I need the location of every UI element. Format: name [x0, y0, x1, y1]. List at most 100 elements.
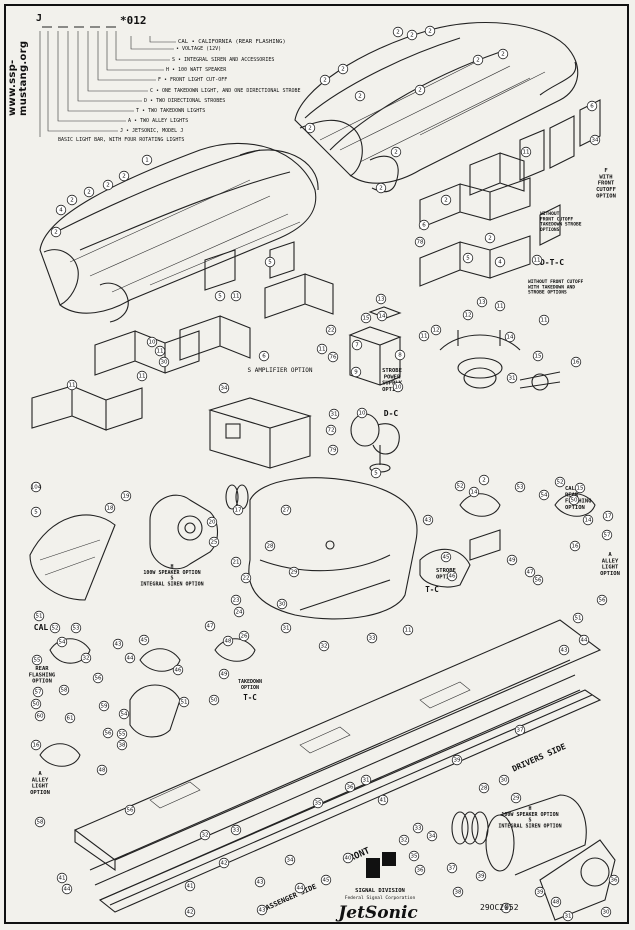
left-reflector-panels [31, 241, 334, 431]
callout-11: T-C [425, 585, 439, 594]
base-plate [73, 619, 602, 913]
part-number-label: 30 [603, 909, 610, 915]
part-balloon-128 [118, 708, 130, 720]
part-balloon-50 [328, 408, 340, 420]
part-balloon-104 [572, 612, 584, 624]
part-balloon-54 [462, 309, 474, 321]
part-balloon-120 [124, 652, 136, 664]
part-balloon-18 [414, 236, 426, 248]
part-number-label: 9 [504, 905, 508, 911]
legend-entry: F • FRONT LIGHT CUT-OFF [158, 77, 227, 83]
part-balloon-102 [596, 594, 608, 606]
part-number-label: 54 [121, 711, 128, 717]
code-suffix: *012 [120, 14, 147, 27]
callout-18: DRIVERS SIDE [511, 742, 568, 774]
part-balloon-113 [32, 686, 44, 698]
code-prefix: J [36, 13, 42, 24]
part-balloon-97 [440, 551, 452, 563]
part-number-label: 54 [541, 492, 548, 498]
part-number-label: 55 [119, 731, 126, 737]
part-number-label: 54 [59, 639, 66, 645]
part-balloon-100 [524, 566, 536, 578]
part-number-label: 5 [374, 470, 378, 476]
part-balloon-118 [64, 712, 76, 724]
part-balloon-31 [214, 290, 226, 302]
part-number-label: 20 [209, 519, 216, 525]
part-number-label: 39 [454, 757, 461, 763]
amplifier-box: S AMPLIFIER OPTION [208, 367, 313, 469]
part-balloon-127 [178, 696, 190, 708]
part-number-label: 21 [233, 559, 240, 565]
part-number-label: 30 [161, 359, 168, 365]
part-number-label: 28 [267, 543, 274, 549]
legend-entry: • VOLTAGE (12V) [176, 46, 221, 52]
part-number-label: 13 [378, 296, 385, 302]
callout-6: D-C [384, 409, 399, 418]
part-balloon-93 [582, 514, 594, 526]
part-number-label: 2 [476, 57, 480, 63]
part-number-label: 7 [355, 342, 359, 348]
part-number-label: 47 [527, 569, 534, 575]
part-balloon-83 [402, 624, 414, 636]
part-number-label: 33 [369, 635, 376, 641]
part-balloon-6 [354, 90, 366, 102]
left-mechanisms [39, 638, 256, 767]
part-number-label: 2 [87, 189, 91, 195]
part-number-label: 58 [37, 819, 44, 825]
part-number-label: 2 [70, 197, 74, 203]
part-balloon-145 [426, 830, 438, 842]
part-number-label: 57 [604, 532, 611, 538]
part-number-label: 44 [297, 885, 304, 891]
part-balloon-17 [418, 219, 430, 231]
part-number-label: 33 [415, 825, 422, 831]
part-balloon-21 [531, 254, 543, 266]
part-number-label: 11 [534, 257, 541, 263]
part-balloon-92 [568, 494, 580, 506]
part-balloon-168 [230, 824, 242, 836]
part-number-label: 45 [323, 877, 330, 883]
part-balloon-51 [325, 424, 337, 436]
part-balloon-91 [574, 482, 586, 494]
part-balloon-109 [56, 636, 68, 648]
part-number-label: 28 [481, 785, 488, 791]
part-number-label: 10 [149, 339, 156, 345]
part-balloon-154 [510, 792, 522, 804]
part-balloon-69 [208, 536, 220, 548]
part-balloon-112 [92, 672, 104, 684]
part-balloon-57 [538, 314, 550, 326]
part-number-label: 16 [572, 543, 579, 549]
part-balloon-159 [608, 874, 620, 886]
part-balloon-169 [199, 829, 211, 841]
part-number-label: 49 [221, 671, 228, 677]
part-balloon-24 [102, 179, 114, 191]
part-number-label: 8 [398, 352, 402, 358]
part-balloon-60 [504, 331, 516, 343]
part-balloon-143 [398, 834, 410, 846]
legend-entry: D • TWO DIRECTIONAL STROBES [144, 98, 225, 104]
part-balloon-77 [264, 540, 276, 552]
left-shield [29, 514, 116, 601]
part-balloon-62 [570, 356, 582, 368]
part-number-label: 32 [401, 837, 408, 843]
part-number-label: 6 [422, 222, 426, 228]
part-number-label: 41 [59, 875, 66, 881]
part-number-label: 14 [471, 489, 478, 495]
part-balloon-40 [376, 310, 388, 322]
signal-division-logo [366, 852, 396, 878]
part-number-label: 34 [592, 137, 599, 143]
part-number-label: 41 [187, 883, 194, 889]
part-balloon-47 [327, 351, 339, 363]
part-number-label: 16 [573, 359, 580, 365]
part-number-label: 9 [354, 369, 358, 375]
part-number-label: 52 [557, 479, 564, 485]
part-number-label: 33 [233, 827, 240, 833]
part-balloon-140 [294, 882, 306, 894]
part-balloon-170 [360, 774, 372, 786]
legend-entries: CAL • CALIFORNIA (REAR FLASHING)• VOLTAG… [58, 39, 301, 143]
part-balloon-36 [258, 350, 270, 362]
part-balloon-42 [351, 339, 363, 351]
part-balloon-27 [55, 204, 67, 216]
part-number-label: 5 [268, 259, 272, 265]
part-number-label: 29 [291, 569, 298, 575]
part-balloon-85 [454, 480, 466, 492]
